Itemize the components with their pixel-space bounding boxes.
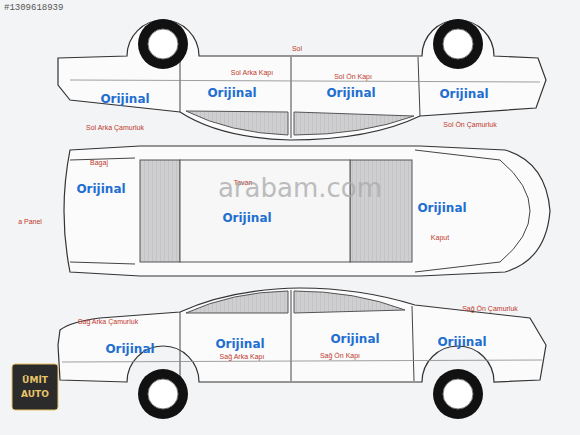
part-name: Sol Arka Kapı <box>231 69 273 77</box>
logo-text: AUTO <box>21 390 49 400</box>
top-view-body <box>64 146 550 276</box>
status-text: Orijinal <box>222 212 271 225</box>
status-text: Orijinal <box>330 333 379 346</box>
rear-window <box>140 160 180 262</box>
listing-id: #1309618939 <box>4 4 63 14</box>
door-line <box>291 57 292 138</box>
hood-line <box>415 150 530 272</box>
right-side-body <box>58 288 546 382</box>
trunk-line <box>70 158 135 264</box>
door-line <box>291 290 292 381</box>
wheel <box>443 29 473 59</box>
status-text: Orijinal <box>207 87 256 100</box>
wheel <box>138 369 188 419</box>
part-name: Sağ Arka Kapı <box>220 353 265 361</box>
part-name: Sol Ön Çamurluk <box>443 121 496 129</box>
status-text: Orijinal <box>76 183 125 196</box>
part-name: Kaput <box>431 234 449 242</box>
part-name: Sol Ön Kapı <box>334 73 372 81</box>
left-side-body <box>58 20 546 140</box>
wheel <box>148 29 178 59</box>
logo-badge <box>12 364 58 410</box>
wheel <box>138 19 188 69</box>
part-name: Sağ Ön Çamurluk <box>462 305 518 313</box>
status-text: Orijinal <box>437 336 486 349</box>
window <box>294 112 414 135</box>
status-text: Orijinal <box>417 202 466 215</box>
body-line <box>70 80 540 82</box>
door-line <box>418 57 420 116</box>
window <box>186 111 288 135</box>
side-label: Sol <box>292 45 302 53</box>
status-text: Orijinal <box>439 88 488 101</box>
status-text: Orijinal <box>215 338 264 351</box>
part-name: Sağ Arka Çamurluk <box>78 318 138 326</box>
status-text: Orijinal <box>100 93 149 106</box>
status-text: Orijinal <box>326 87 375 100</box>
part-name: Bagaj <box>90 159 108 167</box>
logo-text: ÜMİT <box>22 376 48 386</box>
wheel <box>433 19 483 69</box>
part-name: a Panel <box>18 218 42 226</box>
window <box>186 291 288 313</box>
door-line <box>412 306 414 381</box>
door-line <box>180 312 181 380</box>
watermark: arabam.com <box>218 174 382 203</box>
door-line <box>180 60 181 112</box>
wheel <box>148 379 178 409</box>
wheel <box>443 379 473 409</box>
wheel <box>433 369 483 419</box>
body-line <box>62 360 542 362</box>
status-text: Orijinal <box>105 343 154 356</box>
window <box>294 291 405 313</box>
part-name: Sol Arka Çamurluk <box>86 124 144 132</box>
part-name: Sağ Ön Kapı <box>320 352 360 360</box>
